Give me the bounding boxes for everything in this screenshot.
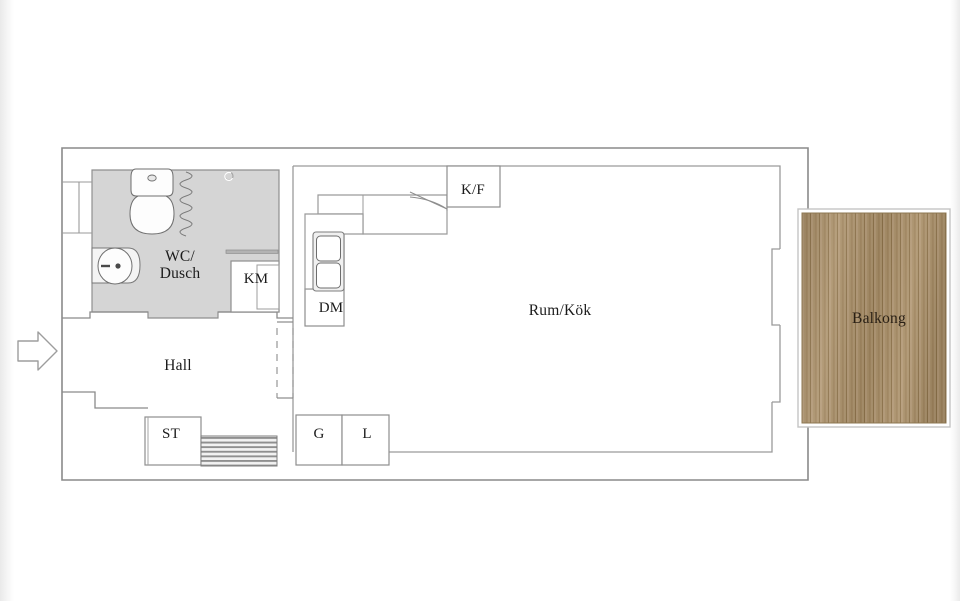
closet-st	[144, 416, 202, 466]
room-hall	[62, 391, 148, 409]
room-label-rum-kok: Rum/Kök	[528, 302, 592, 319]
room-label-km: KM	[243, 271, 269, 287]
room-label-g: G	[313, 426, 325, 442]
room-label-hall: Hall	[164, 357, 192, 374]
appliance-kf	[446, 165, 501, 208]
shower-hose-fixture	[179, 171, 193, 237]
floor-drain-fixture	[224, 171, 234, 181]
closet-l	[341, 414, 390, 466]
room-label-dm: DM	[318, 300, 344, 316]
appliance-dm	[304, 288, 345, 327]
door-swing-arc	[409, 191, 448, 211]
page-edge-shadow-left	[0, 0, 14, 601]
door-jamb-marks	[277, 321, 293, 399]
appliance-km	[230, 260, 280, 313]
room-label-wc-dusch: WC/ Dusch	[159, 248, 201, 283]
page-edge-shadow-right	[950, 0, 960, 601]
toilet-fixture	[129, 168, 175, 235]
balcony-area	[797, 208, 951, 428]
room-label-l: L	[362, 426, 372, 442]
room-label-kf: K/F	[461, 182, 485, 198]
entrance-arrow	[17, 331, 58, 371]
room-label-st: ST	[162, 426, 180, 442]
washbasin-fixture	[91, 247, 141, 285]
towel-rail-fixture	[225, 249, 279, 254]
kitchen-sink-fixture	[312, 231, 345, 292]
sliding-door-dashed	[276, 328, 294, 398]
closet-g	[295, 414, 343, 466]
room-label-balkong: Balkong	[852, 310, 906, 327]
stair-fixture	[200, 435, 278, 467]
